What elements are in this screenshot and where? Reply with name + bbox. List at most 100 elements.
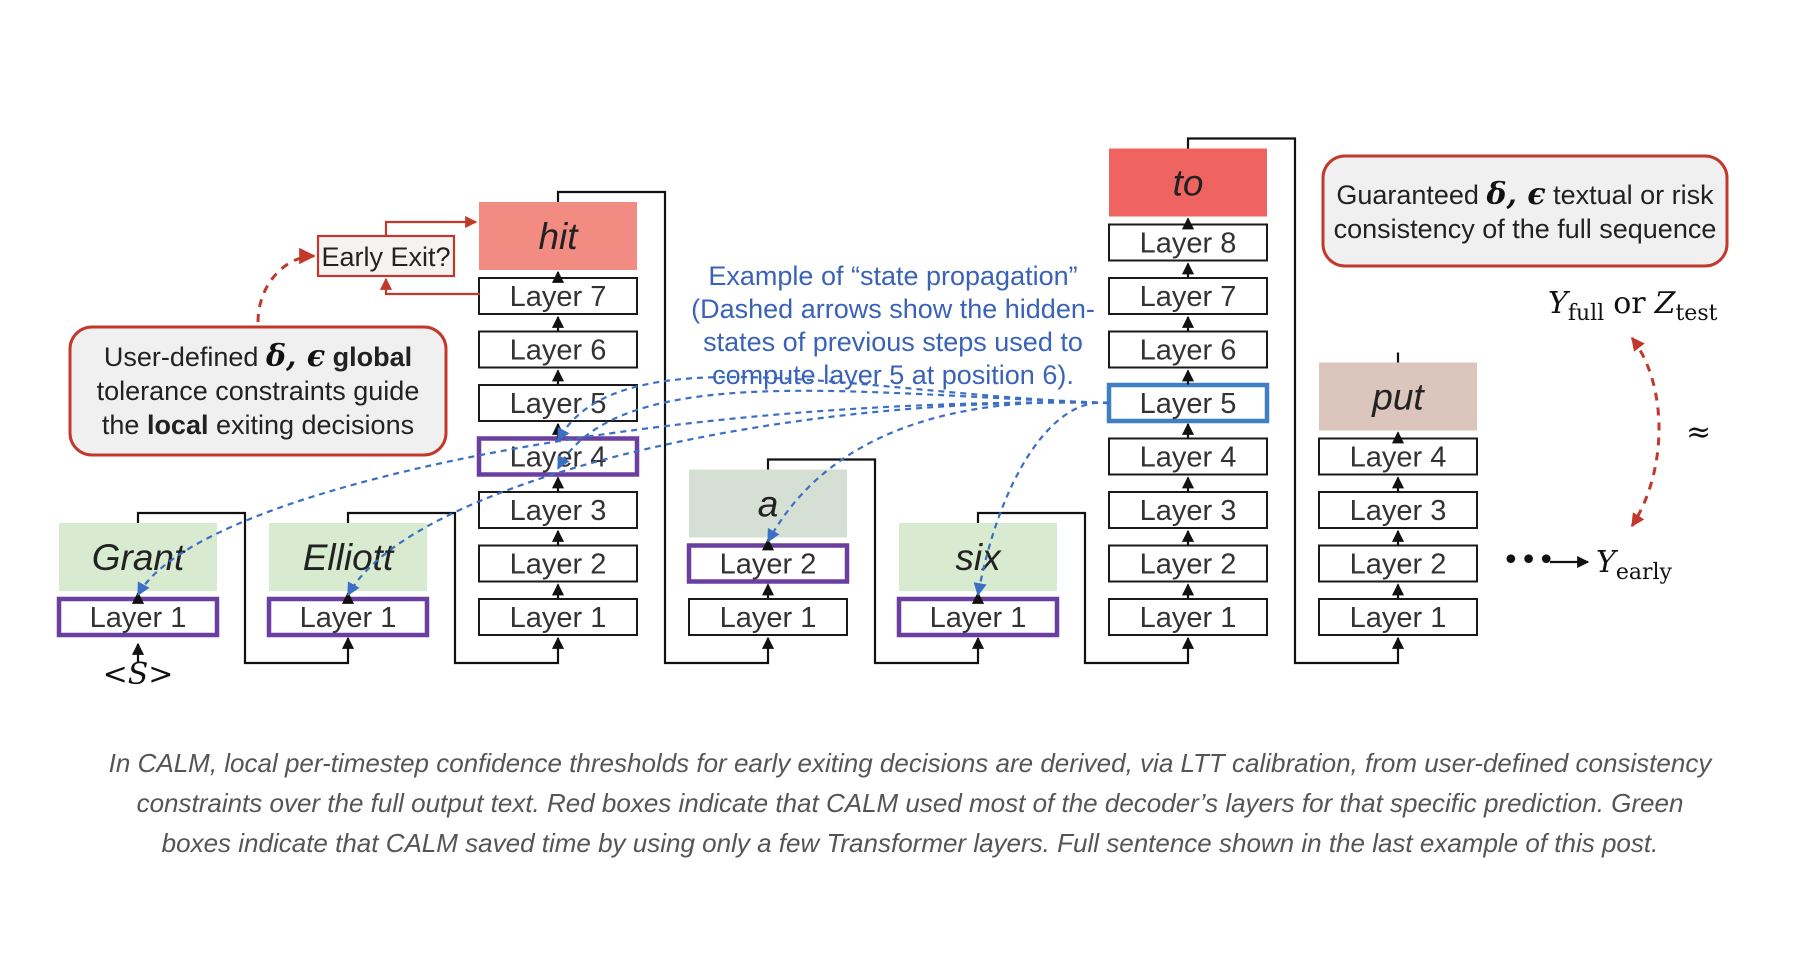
state-propagation-arrow (557, 375, 1110, 442)
layer-label: Layer 6 (1140, 335, 1237, 367)
layer-box (1318, 437, 1478, 476)
early-exit-to-hit-arrow (384, 215, 478, 236)
stack-connectors (136, 137, 1405, 665)
figure-caption: In CALM, local per-timestep confidence t… (108, 748, 1712, 858)
token-box (689, 469, 847, 538)
layer-label: Layer 3 (1350, 495, 1447, 527)
layer-box (1318, 598, 1478, 636)
token-label: Grant (92, 537, 186, 578)
constraint-note-line2: tolerance constraints guide (97, 376, 420, 406)
state-note-line2: (Dashed arrows show the hidden- (691, 294, 1095, 324)
state-propagation-arrow (557, 389, 1110, 470)
state-propagation-arrow (137, 401, 1110, 597)
layer-box (478, 544, 638, 583)
token-box (899, 523, 1057, 591)
stack-1: Layer 1 Grant (56, 523, 220, 638)
layer-label: Layer 8 (1140, 228, 1237, 260)
layer-box (688, 598, 848, 636)
state-note-line4: compute layer 5 at position 6). (712, 360, 1074, 390)
token-label: hit (538, 216, 579, 257)
stack-connector (766, 458, 985, 665)
layer-box (896, 596, 1060, 638)
state-propagation-arrows (137, 375, 1110, 597)
layer-label: Layer 7 (510, 281, 607, 313)
state-propagation-note: Example of “state propagation” (Dashed a… (691, 261, 1095, 390)
constraint-note-line3: the local exiting decisions (102, 410, 414, 440)
layer-box (1108, 437, 1268, 476)
layer-label: Layer 4 (1140, 442, 1237, 474)
constraint-note-line1: User-defined δ, ϵ global (104, 339, 412, 374)
layer-box (1108, 598, 1268, 636)
token-box (269, 523, 427, 591)
layer-label: Layer 7 (1140, 281, 1237, 313)
layer-box (1108, 277, 1268, 315)
layer-box (266, 596, 430, 638)
note-to-early-exit-arrow (256, 247, 316, 323)
layer-box (1108, 491, 1268, 529)
layer-box (478, 277, 638, 315)
token-label: Elliott (303, 537, 395, 578)
layer-box (1108, 330, 1268, 369)
token-label: six (955, 537, 1002, 578)
stack-connector (976, 511, 1195, 665)
approx-symbol: ≈ (1686, 415, 1711, 450)
state-propagation-arrow (767, 400, 1110, 543)
token-box (1109, 148, 1267, 217)
stack-7: Layer 1 Layer 2 Layer 3 Layer 4 put (1318, 362, 1478, 636)
early-exit-box: Early Exit? (316, 234, 456, 278)
layer7-to-early-exit-arrow (379, 277, 480, 296)
layer-box (478, 384, 638, 422)
layer-box (478, 598, 638, 636)
token-box (479, 202, 637, 270)
state-propagation-arrow (347, 401, 1110, 597)
token-label: to (1173, 163, 1204, 204)
approx-double-arrow (1630, 336, 1661, 528)
layer-label: Layer 2 (1140, 549, 1237, 581)
layer-label: Layer 5 (1140, 388, 1237, 420)
stack-connector (346, 511, 565, 665)
stack-2: Layer 1 Elliott (266, 523, 430, 638)
layer-box (478, 491, 638, 529)
layer-box (1106, 382, 1270, 424)
layer-box (56, 596, 220, 638)
layer-label: Layer 3 (510, 495, 607, 527)
guarantee-note: Guaranteed δ, ϵ textual or risk consiste… (1321, 154, 1729, 268)
y-early: Yearly (1596, 545, 1673, 585)
layer-label: Layer 1 (90, 602, 187, 634)
layer-label: Layer 4 (1350, 442, 1447, 474)
token-label: a (758, 484, 779, 525)
guarantee-note-line2: consistency of the full sequence (1334, 214, 1717, 244)
layer-label: Layer 1 (300, 602, 397, 634)
token-label: put (1371, 377, 1425, 418)
layer-label: Layer 3 (1140, 495, 1237, 527)
ellipsis: ••• (1502, 543, 1555, 578)
layer-box (686, 543, 850, 584)
layer-label: Layer 2 (510, 549, 607, 581)
layer-box (1318, 491, 1478, 529)
guarantee-note-line1: Guaranteed δ, ϵ textual or risk (1336, 177, 1714, 212)
layer-label: Layer 1 (930, 602, 1027, 634)
layer-box (1108, 544, 1268, 583)
layer-box (478, 330, 638, 369)
stack-connector (136, 511, 355, 665)
layer-label: Layer 6 (510, 335, 607, 367)
state-note-line3: states of previous steps used to (703, 327, 1083, 357)
state-propagation-arrow (973, 401, 1110, 597)
layer-box (1318, 544, 1478, 583)
layer-label: Layer 1 (510, 602, 607, 634)
stack-5: Layer 1 six (896, 523, 1060, 638)
stack-4: Layer 1 Layer 2 a (686, 469, 850, 636)
layer-label: Layer 1 (1140, 602, 1237, 634)
layer-label: Layer 1 (720, 602, 817, 634)
layer-label: Layer 1 (1350, 602, 1447, 634)
token-box (1319, 362, 1477, 431)
early-exit-label: Early Exit? (321, 242, 450, 272)
stack-6: Layer 1 Layer 2 Layer 3 Layer 4 Layer 5 Layer… (1106, 148, 1270, 636)
layer-label: Layer 2 (1350, 549, 1447, 581)
constraint-note: User-defined δ, ϵ global tolerance const… (68, 325, 448, 457)
layer-label: Layer 2 (720, 549, 817, 581)
